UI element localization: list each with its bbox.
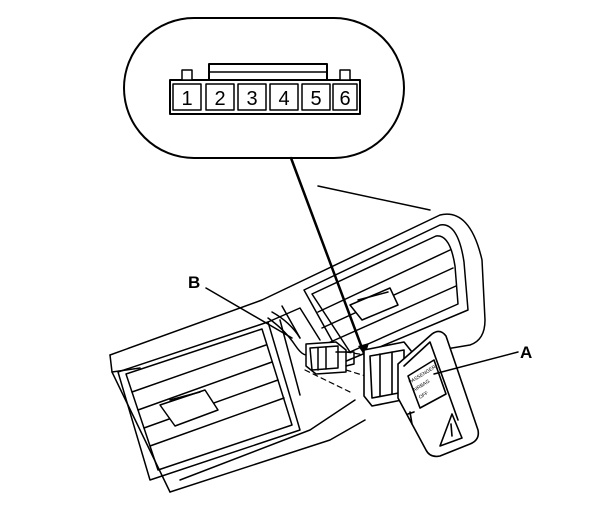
callout-a-leader (433, 351, 519, 375)
connector-magnified-view: 1 2 3 4 5 6 (123, 17, 405, 159)
pin-cell-2 (205, 83, 235, 111)
pin-number-1: 1 (181, 88, 192, 110)
connector-key-right (339, 69, 351, 81)
pin-number-5: 5 (310, 88, 321, 110)
pin-cell-5 (301, 83, 331, 111)
pin-number-3: 3 (246, 88, 257, 110)
pin-cell-4 (269, 83, 299, 111)
pin-cell-3 (237, 83, 267, 111)
callout-a-label: A (520, 343, 532, 362)
magnifier-leader-line (289, 156, 367, 358)
pin-cells (172, 83, 358, 111)
pin-number-6: 6 (339, 88, 350, 110)
callout-b-leader (205, 287, 293, 339)
passenger-airbag-indicator-switch-a (363, 330, 480, 458)
pin-cell-6 (332, 83, 358, 111)
dashboard-vent-assembly (109, 185, 486, 493)
magnifier-bubble (123, 17, 405, 159)
pin-number-4: 4 (278, 88, 289, 110)
connector-key-left (181, 69, 193, 81)
switch-label-line-3: OFF (418, 390, 430, 400)
pin-number-2: 2 (214, 88, 225, 110)
callout-b-label: B (188, 273, 200, 292)
harness-connector-b (267, 305, 355, 375)
pin-cell-1 (172, 83, 202, 111)
